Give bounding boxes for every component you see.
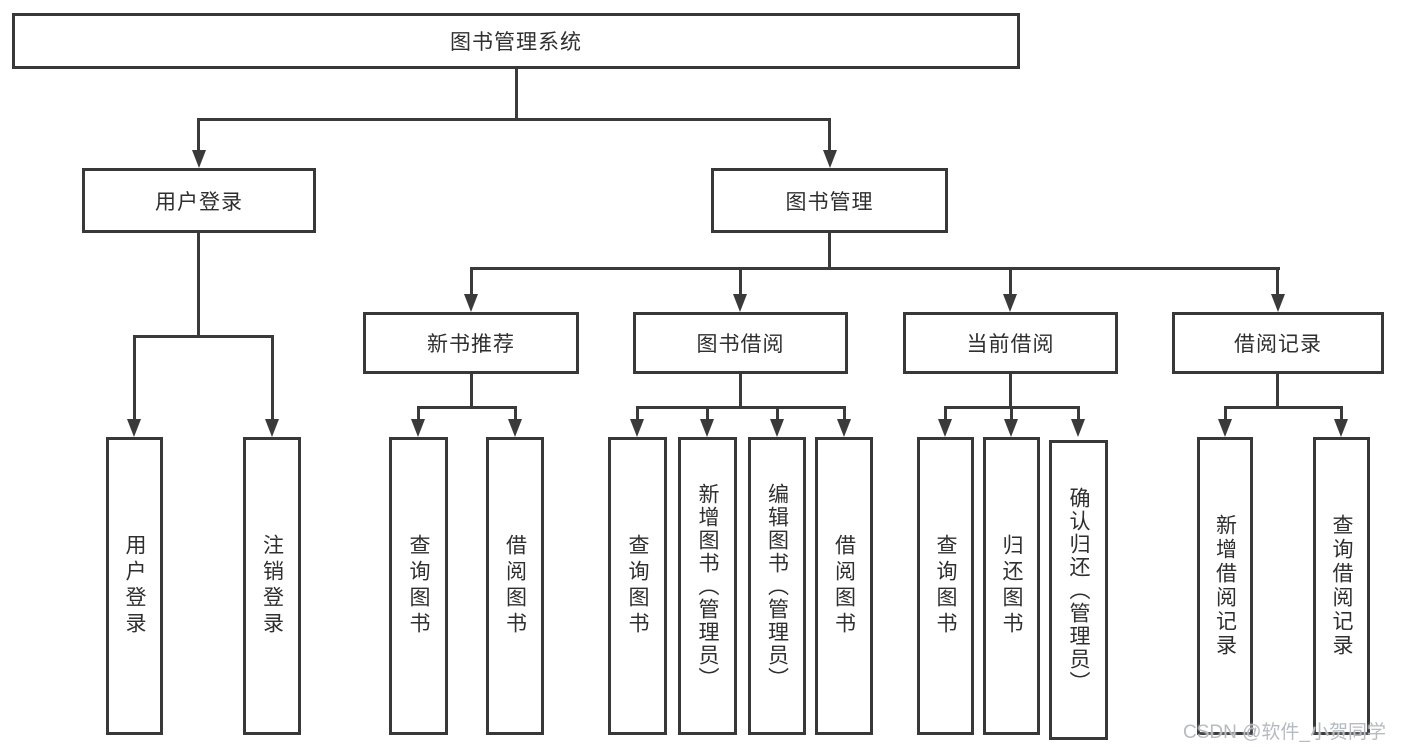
node-label: 查询图书 — [407, 534, 430, 638]
node-label: 借阅图书 — [832, 534, 856, 638]
node-label: 确认归还（管理员） — [1067, 486, 1090, 694]
arrow-down-icon — [770, 419, 784, 437]
connector-line — [197, 118, 831, 121]
node-label: 当前借阅 — [966, 333, 1055, 356]
connector-line — [271, 338, 274, 420]
leaf-user-login: 用户登录 — [106, 437, 163, 735]
connector-line — [515, 69, 518, 119]
connector-line — [1009, 374, 1012, 406]
connector-line — [417, 406, 517, 409]
leaf-borrow-books-recommend: 借阅图书 — [486, 437, 544, 735]
arrow-down-icon — [1334, 419, 1348, 437]
node-label: 查询借阅记录 — [1330, 514, 1353, 658]
leaf-borrow-books: 借阅图书 — [815, 437, 873, 735]
node-library-system: 图书管理系统 — [12, 13, 1020, 69]
arrow-down-icon — [1218, 419, 1232, 437]
node-label: 图书借阅 — [696, 333, 785, 356]
node-label: 用户登录 — [123, 534, 146, 638]
node-borrow-record: 借阅记录 — [1172, 312, 1384, 374]
arrow-down-icon — [630, 419, 644, 437]
connector-line — [470, 267, 1280, 270]
node-label: 查询图书 — [626, 534, 649, 638]
connector-line — [470, 270, 473, 296]
connector-line — [1340, 409, 1343, 419]
leaf-logout: 注销登录 — [243, 437, 301, 735]
node-user-login: 用户登录 — [82, 168, 316, 233]
connector-line — [133, 335, 274, 338]
connector-line — [1077, 409, 1080, 419]
arrow-down-icon — [733, 294, 747, 312]
node-label: 查询图书 — [934, 534, 957, 638]
connector-line — [828, 121, 831, 155]
arrow-down-icon — [837, 419, 851, 437]
arrow-down-icon — [265, 419, 279, 437]
connector-line — [417, 409, 420, 419]
node-new-book-recommend: 新书推荐 — [363, 312, 579, 374]
connector-line — [197, 233, 200, 335]
arrow-down-icon — [1003, 294, 1017, 312]
arrow-down-icon — [823, 150, 837, 168]
connector-line — [739, 270, 742, 296]
node-book-management: 图书管理 — [711, 168, 948, 233]
arrow-down-icon — [411, 419, 425, 437]
arrow-down-icon — [700, 419, 714, 437]
node-current-borrow: 当前借阅 — [903, 312, 1118, 374]
node-label: 注销登录 — [260, 534, 284, 638]
connector-line — [1276, 270, 1279, 296]
csdn-watermark: CSDN @软件_小贺同学 — [1183, 722, 1386, 743]
connector-line — [1224, 406, 1343, 409]
leaf-confirm-return-admin: 确认归还（管理员） — [1049, 440, 1108, 740]
node-label: 借阅记录 — [1234, 333, 1322, 356]
connector-line — [843, 409, 846, 419]
connector-line — [636, 406, 846, 409]
connector-line — [944, 409, 947, 419]
node-label: 新增图书（管理员） — [696, 482, 719, 690]
connector-line — [197, 121, 200, 155]
leaf-edit-books-admin: 编辑图书（管理员） — [748, 437, 806, 735]
node-label: 用户登录 — [155, 190, 243, 214]
leaf-add-books-admin: 新增图书（管理员） — [678, 437, 737, 735]
connector-line — [636, 409, 639, 419]
leaf-add-borrow-record: 新增借阅记录 — [1197, 437, 1253, 735]
arrow-down-icon — [1071, 419, 1085, 437]
leaf-query-books-current: 查询图书 — [917, 437, 974, 735]
arrow-down-icon — [938, 419, 952, 437]
node-book-borrow: 图书借阅 — [633, 312, 848, 374]
node-label: 归还图书 — [1000, 534, 1023, 638]
connector-line — [1009, 270, 1012, 296]
connector-line — [828, 233, 831, 267]
connector-line — [776, 409, 779, 419]
connector-line — [1010, 409, 1013, 419]
connector-line — [706, 409, 709, 419]
connector-line — [1276, 374, 1279, 406]
leaf-query-books-recommend: 查询图书 — [389, 437, 448, 735]
connector-line — [944, 406, 1080, 409]
leaf-return-books: 归还图书 — [983, 437, 1040, 735]
arrow-down-icon — [508, 419, 522, 437]
connector-line — [1224, 409, 1227, 419]
arrow-down-icon — [464, 294, 478, 312]
connector-line — [739, 374, 742, 406]
arrow-down-icon — [192, 150, 206, 168]
arrow-down-icon — [127, 419, 141, 437]
connector-line — [514, 409, 517, 419]
node-label: 图书管理 — [785, 190, 874, 214]
connector-line — [133, 338, 136, 420]
connector-line — [470, 374, 473, 406]
node-label: 图书管理系统 — [450, 31, 582, 54]
arrow-down-icon — [1004, 419, 1018, 437]
leaf-query-borrow-record: 查询借阅记录 — [1313, 437, 1370, 735]
node-label: 新增借阅记录 — [1213, 514, 1237, 658]
leaf-query-books-borrow: 查询图书 — [608, 437, 667, 735]
arrow-down-icon — [1271, 294, 1285, 312]
node-label: 新书推荐 — [427, 333, 515, 356]
node-label: 编辑图书（管理员） — [765, 482, 789, 690]
node-label: 借阅图书 — [503, 534, 527, 638]
